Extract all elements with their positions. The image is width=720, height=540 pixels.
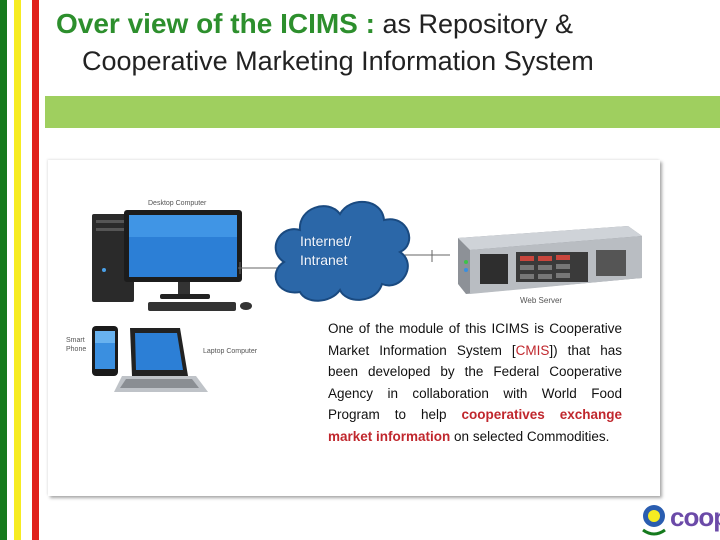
flag-stripe-yellow <box>14 0 21 540</box>
cloud-label-line1: Internet/ <box>300 233 352 249</box>
desc-part2: ]) that has been developed by the Federa… <box>328 342 622 423</box>
slide-title: Over view of the ICIMS : as Repository & <box>56 6 573 42</box>
desc-part3: on selected Commodities. <box>450 428 610 444</box>
desktop-computer-icon <box>92 210 252 311</box>
description-text: One of the module of this ICIMS is Coope… <box>328 318 622 447</box>
flag-stripe-green <box>0 0 7 540</box>
coop-logo-icon <box>642 505 666 536</box>
desktop-label: Desktop Computer <box>148 200 207 207</box>
web-server-icon <box>458 226 642 294</box>
desc-cmis: CMIS <box>515 342 550 358</box>
laptop-label: Laptop Computer <box>203 348 258 355</box>
title-bold: Over view of the ICIMS : <box>56 8 375 39</box>
desc-highlight1: cooperatives exchange market <box>328 407 622 444</box>
desc-part1: One of the module of this ICIMS is Coope… <box>328 321 622 358</box>
smartphone-label-line1: Smart <box>66 337 85 344</box>
smartphone-icon <box>92 326 118 376</box>
laptop-icon <box>114 328 208 392</box>
desc-highlight2: information <box>376 428 451 444</box>
webserver-label: Web Server <box>520 296 563 305</box>
header-bar <box>45 96 720 128</box>
flag-stripe-red <box>32 0 39 540</box>
cloud-icon <box>274 200 411 302</box>
smartphone-label-line2: Phone <box>66 346 87 353</box>
coop-logo-text: coop <box>670 502 720 532</box>
cloud-label-line2: Intranet <box>300 252 348 268</box>
title-rest: as Repository & <box>374 9 574 39</box>
cloud-label: Internet/Intranet <box>300 232 390 270</box>
slide-subtitle: Cooperative Marketing Information System <box>82 46 594 76</box>
